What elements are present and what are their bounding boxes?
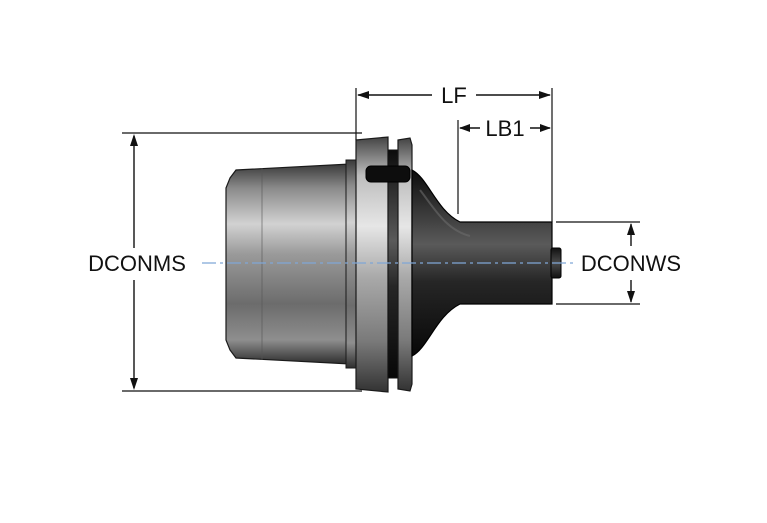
dimension-lf: LF <box>355 83 553 222</box>
lb1-label: LB1 <box>485 116 524 141</box>
flange-groove <box>387 149 399 379</box>
dimension-dconms: DCONMS <box>88 132 362 392</box>
dimension-dconws: DCONWS <box>556 221 681 305</box>
taper-shank <box>225 163 351 365</box>
dconms-label: DCONMS <box>88 251 186 276</box>
shank-step <box>345 159 357 369</box>
tool-body <box>225 136 562 393</box>
dimension-lb1: LB1 <box>457 116 551 214</box>
flange <box>355 136 389 393</box>
lf-label: LF <box>441 83 467 108</box>
key-slot <box>365 165 411 183</box>
dconws-label: DCONWS <box>581 251 681 276</box>
flange-ring <box>397 137 413 392</box>
